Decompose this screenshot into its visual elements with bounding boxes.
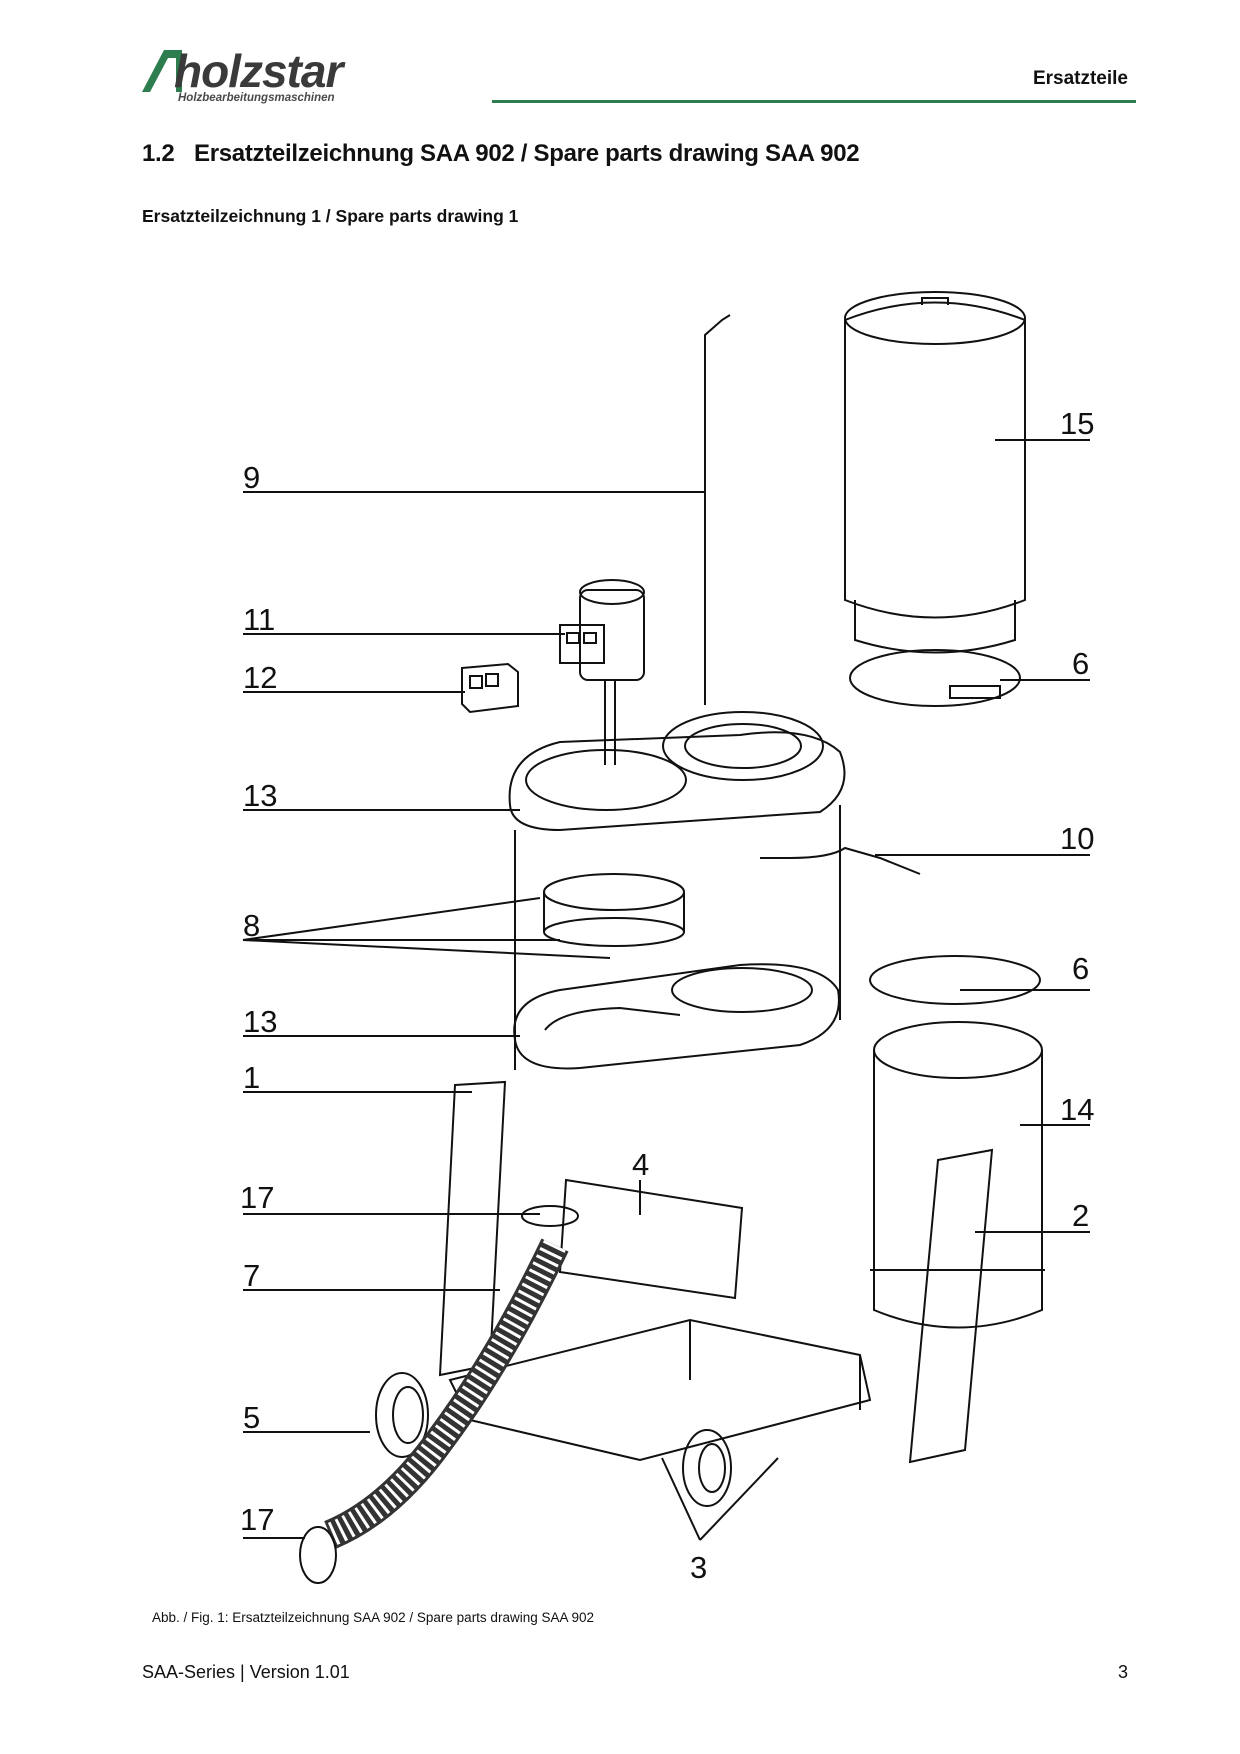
callout-5: 5: [243, 1400, 260, 1435]
footer-version: SAA-Series | Version 1.01: [142, 1662, 350, 1682]
callout-9: 9: [243, 460, 260, 495]
holzstar-logo: holzstar Holzbearbeitungsmaschinen: [140, 46, 420, 108]
callout-13-upper: 13: [243, 778, 277, 813]
callout-11: 11: [243, 602, 275, 637]
callout-8: 8: [243, 908, 260, 943]
callout-14: 14: [1060, 1092, 1094, 1127]
callout-3: 3: [690, 1550, 707, 1585]
figure-caption: Abb. / Fig. 1: Ersatzteilzeichnung SAA 9…: [152, 1610, 595, 1625]
header-divider: [492, 100, 1136, 103]
logo-mark-icon: [142, 50, 182, 92]
section-label: Ersatzteile: [1032, 68, 1128, 89]
callout-6-upper: 6: [1072, 646, 1089, 681]
callout-2: 2: [1072, 1198, 1089, 1233]
callout-4: 4: [632, 1147, 649, 1182]
callout-12: 12: [243, 660, 277, 695]
callout-7: 7: [243, 1258, 260, 1293]
section-title: Ersatzteilzeichnung SAA 902 / Spare part…: [194, 140, 860, 167]
logo-wordmark: holzstar: [174, 45, 343, 97]
callout-17-lower: 17: [240, 1502, 274, 1537]
callout-6-lower: 6: [1072, 951, 1089, 986]
drawing-subtitle: Ersatzteilzeichnung 1 / Spare parts draw…: [142, 206, 519, 226]
logo-tagline: Holzbearbeitungsmaschinen: [178, 92, 335, 104]
callout-17-upper: 17: [240, 1180, 274, 1215]
callout-1: 1: [243, 1060, 260, 1095]
section-number: 1.2: [142, 140, 175, 167]
callout-15: 15: [1060, 406, 1094, 441]
callout-10: 10: [1060, 821, 1094, 856]
callout-13-lower: 13: [243, 1004, 277, 1039]
page-number: 3: [1117, 1662, 1128, 1682]
page-title: 1.2 Ersatzteilzeichnung SAA 902 / Spare p…: [142, 140, 860, 168]
